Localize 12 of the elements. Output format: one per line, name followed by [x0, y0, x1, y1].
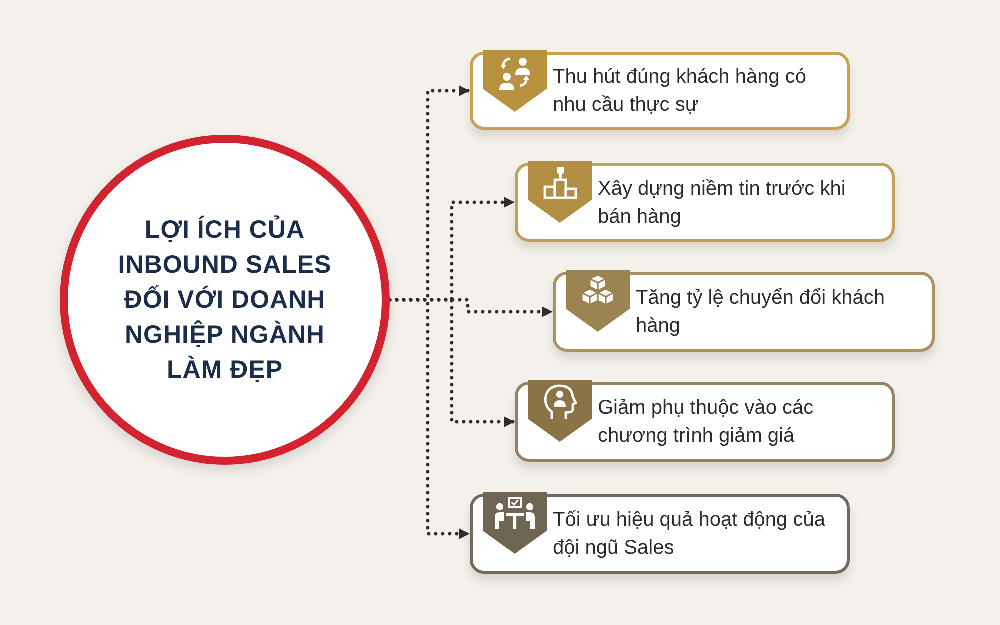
circle-title: LỢI ÍCH CỦA INBOUND SALES ĐỐI VỚI DOANH NGHIỆP NGÀNH LÀM ĐẸP: [117, 214, 333, 386]
card-text: Xây dựng niềm tin trước khi bán hàng: [598, 176, 847, 230]
card-text: Tối ưu hiệu quả hoạt động của đội ngũ Sales: [553, 508, 826, 561]
card-text: Tăng tỷ lệ chuyển đổi khách hàng: [636, 286, 886, 339]
dotted-arrow: [388, 298, 472, 540]
card-text: Giảm phụ thuộc vào các chương trình giảm giá: [598, 396, 815, 449]
benefit-card: [515, 382, 895, 462]
benefit-card: [515, 163, 895, 242]
benefit-card: [553, 272, 935, 352]
card-text: Thu hút đúng khách hàng có nhu cầu thực sự: [553, 65, 808, 118]
benefit-card: [470, 52, 850, 130]
benefit-card: [470, 494, 850, 574]
